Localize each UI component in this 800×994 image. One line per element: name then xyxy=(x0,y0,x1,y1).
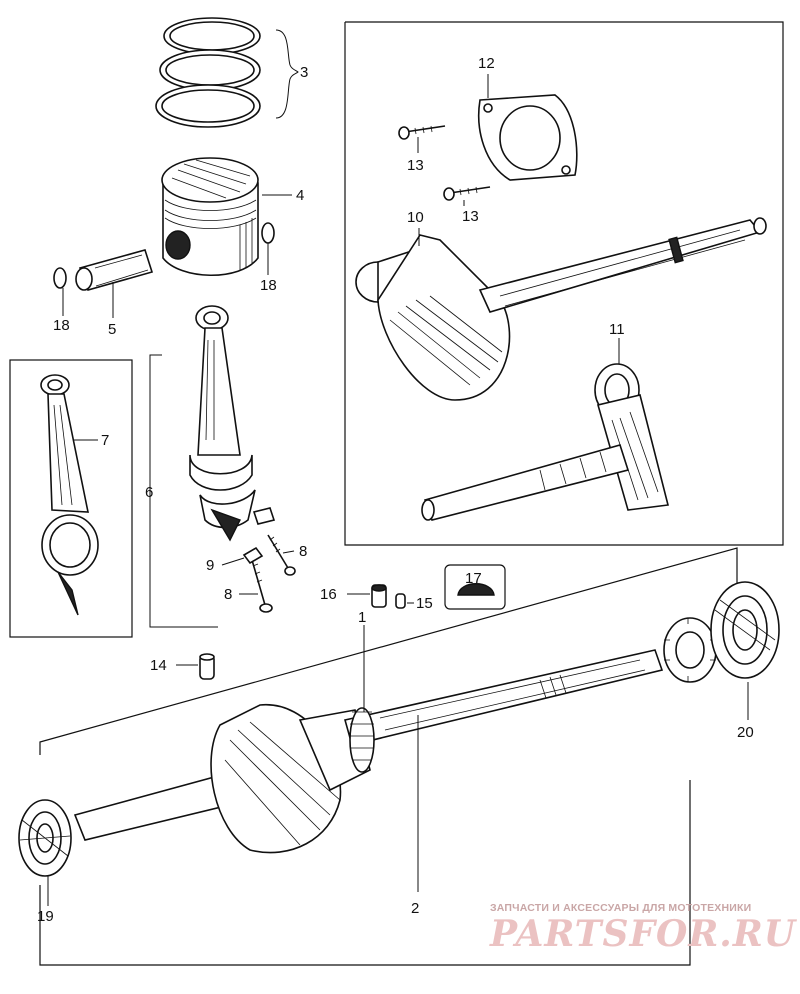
crankshaft-half-alt xyxy=(421,363,669,521)
callout-18b: 18 xyxy=(260,277,277,294)
piston xyxy=(161,157,259,276)
callout-8b: 8 xyxy=(224,586,232,603)
crankshaft-half xyxy=(355,217,767,401)
callout-2: 2 xyxy=(411,900,419,917)
connecting-rod-bolt-upper xyxy=(267,534,296,576)
piston-rings xyxy=(155,17,261,128)
crank-gear xyxy=(349,707,375,773)
callout-3: 3 xyxy=(300,64,308,81)
callout-13a: 13 xyxy=(407,157,424,174)
callout-15: 15 xyxy=(416,595,433,612)
callout-19: 19 xyxy=(37,908,54,925)
callout-17: 17 xyxy=(465,570,482,587)
woodruff-key-17 xyxy=(444,564,506,610)
gasket-plate xyxy=(478,94,578,181)
main-bearing-left xyxy=(18,799,72,877)
connecting-rod-bolt-lower xyxy=(251,559,273,613)
watermark-caption: ЗАПЧАСТИ И АКСЕССУАРЫ ДЛЯ МОТОТЕХНИКИ xyxy=(490,902,751,914)
callout-13b: 13 xyxy=(462,208,479,225)
callout-10: 10 xyxy=(407,209,424,226)
callout-4: 4 xyxy=(296,187,304,204)
callout-14: 14 xyxy=(150,657,167,674)
connecting-rod-alt xyxy=(40,374,99,616)
timing-gear xyxy=(663,617,717,683)
callout-12: 12 xyxy=(478,55,495,72)
frame-connecting-rod-7 xyxy=(9,359,133,638)
callout-labels: 1 2 3 4 5 6 7 8 8 9 10 11 12 13 13 14 15… xyxy=(37,55,754,925)
callout-8a: 8 xyxy=(299,543,307,560)
dowel-pin-15 xyxy=(395,593,406,609)
callout-5: 5 xyxy=(108,321,116,338)
callout-16: 16 xyxy=(320,586,337,603)
callout-6: 6 xyxy=(145,484,153,501)
callout-9: 9 xyxy=(206,557,214,574)
screw-lower xyxy=(443,186,491,201)
connecting-rod-assembly xyxy=(189,305,256,542)
dowel-pin-16 xyxy=(371,584,387,608)
callout-1: 1 xyxy=(358,609,366,626)
frame-crankshaft-variants xyxy=(344,21,784,546)
piston-pin-clip-left xyxy=(53,267,67,289)
callout-18a: 18 xyxy=(53,317,70,334)
leader-lines xyxy=(47,74,749,906)
callout-11: 11 xyxy=(609,321,625,338)
piston-pin-clip-right xyxy=(261,222,275,244)
bracket-piston-rings-3 xyxy=(275,29,299,119)
piston-pin xyxy=(75,249,154,291)
watermark: ЗАПЧАСТИ И АКСЕССУАРЫ ДЛЯ МОТОТЕХНИКИ PA… xyxy=(489,902,798,955)
screw-upper xyxy=(398,125,446,140)
main-bearing-right xyxy=(710,581,780,679)
callout-7: 7 xyxy=(101,432,109,449)
watermark-logo: PARTSFOR.RU xyxy=(489,913,798,955)
frame-crankshaft-assembly xyxy=(39,547,738,966)
bracket-connecting-rod-assembly-6 xyxy=(149,354,218,628)
callout-20: 20 xyxy=(737,724,754,741)
dowel-pin-14 xyxy=(199,653,215,680)
lock-washer xyxy=(242,507,276,565)
